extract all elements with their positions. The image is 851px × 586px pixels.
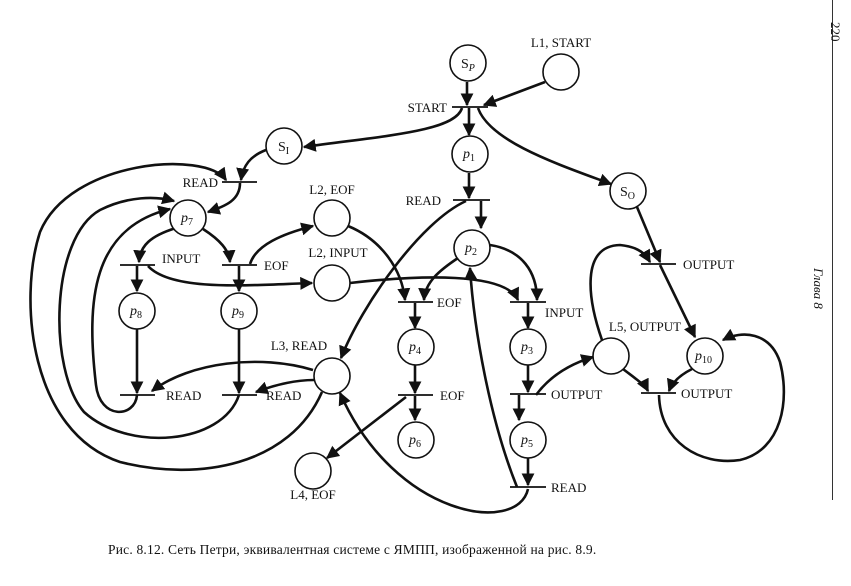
place-l2-eof — [313, 199, 351, 237]
label-l2-eof: L2, EOF — [309, 182, 355, 197]
name-si: SI — [278, 140, 289, 157]
place-p2 — [453, 229, 491, 267]
place-l2-input — [313, 264, 351, 302]
name-p1: p1 — [462, 147, 475, 164]
place-p7 — [169, 199, 207, 237]
label-output-so: OUTPUT — [683, 257, 734, 272]
label-start: START — [408, 100, 447, 115]
margin-rule — [832, 0, 833, 500]
label-read-si: READ — [183, 175, 218, 190]
label-l3-read: L3, READ — [271, 338, 327, 353]
place-p1 — [451, 135, 489, 173]
name-p6: p6 — [408, 433, 421, 450]
arcs — [29, 80, 786, 514]
label-read-p1: READ — [406, 193, 441, 208]
place-sp — [449, 44, 487, 82]
place-so — [609, 172, 647, 210]
label-input-p7: INPUT — [162, 251, 200, 266]
label-output-p3: OUTPUT — [551, 387, 602, 402]
place-p4 — [397, 328, 435, 366]
place-l4-eof — [294, 452, 332, 490]
label-eof-p4: EOF — [440, 388, 465, 403]
name-p2: p2 — [464, 241, 477, 258]
place-p10 — [686, 337, 724, 375]
places — [118, 44, 724, 490]
place-l1-start — [542, 53, 580, 91]
name-p8: p8 — [129, 304, 142, 321]
label-eof-p7: EOF — [264, 258, 289, 273]
place-l5-output — [592, 337, 630, 375]
place-l3-read — [313, 357, 351, 395]
name-p9: p9 — [231, 304, 244, 321]
place-p9 — [220, 292, 258, 330]
label-read-p9: READ — [266, 388, 301, 403]
place-p5 — [509, 421, 547, 459]
label-l4-eof: L4, EOF — [290, 487, 336, 502]
place-p8 — [118, 292, 156, 330]
label-l2-input: L2, INPUT — [308, 245, 367, 260]
place-names: SP SI SO p1 p2 p3 p4 p5 p6 p7 p8 p9 p10 — [129, 57, 712, 450]
name-p5: p5 — [520, 433, 533, 450]
place-p6 — [397, 421, 435, 459]
label-l5-output: L5, OUTPUT — [609, 319, 681, 334]
label-read-p8: READ — [166, 388, 201, 403]
label-eof-p2: EOF — [437, 295, 462, 310]
place-labels: L1, START L2, EOF L2, INPUT L3, READ L4,… — [271, 35, 681, 502]
transitions — [120, 106, 676, 488]
name-p7: p7 — [180, 211, 193, 228]
label-output-p10: OUTPUT — [681, 386, 732, 401]
label-l1-start: L1, START — [531, 35, 591, 50]
place-p3 — [509, 328, 547, 366]
name-p4: p4 — [408, 340, 421, 357]
label-input-p2: INPUT — [545, 305, 583, 320]
name-p10: p10 — [694, 349, 712, 366]
name-sp: SP — [461, 57, 475, 74]
name-p3: p3 — [520, 340, 533, 357]
figure-caption: Рис. 8.12. Сеть Петри, эквивалентная сис… — [108, 542, 597, 557]
name-so: SO — [620, 185, 635, 202]
transition-labels: START READ READ INPUT EOF EOF INPUT OUTP… — [162, 100, 734, 495]
label-read-p5: READ — [551, 480, 586, 495]
place-si — [265, 127, 303, 165]
